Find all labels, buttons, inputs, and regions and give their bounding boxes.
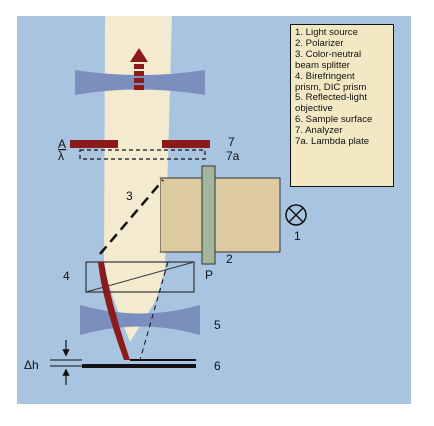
legend-item: 7a. Lambda plate bbox=[295, 136, 370, 148]
legend-item: 5. Reflected-light bbox=[295, 92, 367, 104]
lamp-cross-circle-icon bbox=[285, 204, 307, 226]
analyzer-plate-right bbox=[162, 140, 210, 148]
label-7: 7 bbox=[228, 135, 235, 149]
analyzer-plate bbox=[70, 140, 118, 148]
legend-item: 4. Birefringent bbox=[295, 70, 355, 82]
label-4: 4 bbox=[63, 269, 70, 283]
legend-item: 6. Sample surface bbox=[295, 114, 373, 126]
lambda-plate bbox=[79, 149, 206, 160]
up-arrow-icon bbox=[130, 48, 148, 90]
dic-prism bbox=[85, 261, 195, 293]
label-6: 6 bbox=[214, 359, 221, 373]
legend-item: prism, DIC prism bbox=[295, 81, 367, 93]
label-3: 3 bbox=[126, 189, 133, 203]
legend-item: objective bbox=[295, 103, 333, 115]
label-1: 1 bbox=[294, 229, 301, 243]
polarizer-plate bbox=[201, 165, 216, 265]
beam-splitter-line bbox=[99, 179, 164, 255]
legend-item: beam splitter bbox=[295, 59, 350, 71]
legend-item: 7. Analyzer bbox=[295, 125, 343, 137]
label-7a: 7a bbox=[226, 149, 240, 163]
red-light-path bbox=[98, 262, 130, 360]
legend-box: 1. Light source 2. Polarizer 3. Color-ne… bbox=[290, 24, 394, 187]
beam-splitter-box bbox=[159, 177, 281, 253]
legend-item: 3. Color-neutral bbox=[295, 48, 362, 60]
label-analyzer: A bbox=[58, 137, 66, 151]
label-5: 5 bbox=[214, 318, 221, 332]
label-2: 2 bbox=[226, 252, 233, 266]
label-p: P bbox=[205, 268, 213, 282]
legend-item: 2. Polarizer bbox=[295, 37, 344, 49]
legend-item: 1. Light source bbox=[295, 27, 358, 38]
label-lambda: λ bbox=[58, 149, 64, 163]
beam-column bbox=[104, 16, 172, 342]
label-delta-h: Δh bbox=[24, 358, 39, 372]
dashed-light-path bbox=[139, 261, 169, 361]
